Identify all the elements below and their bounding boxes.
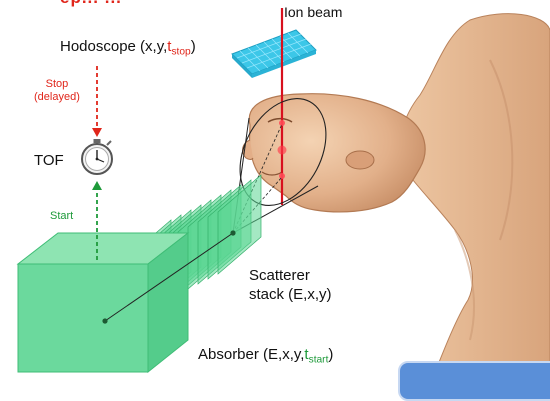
blue-callout-box bbox=[398, 361, 550, 401]
photon-track bbox=[102, 230, 236, 324]
absorber-label-prefix: Absorber (E,x,y, bbox=[198, 346, 305, 363]
hodoscope-label-t: t bbox=[167, 38, 172, 55]
absorber-label-t: t bbox=[304, 346, 309, 363]
hodoscope-label-subscript: stop bbox=[171, 46, 191, 58]
start-label: Start bbox=[50, 210, 74, 222]
absorber-detector bbox=[16, 231, 190, 374]
patient-body bbox=[399, 13, 550, 385]
ion-beam-label: Ion beam bbox=[284, 4, 343, 20]
scatterer-label: Scatterer stack (E,x,y) bbox=[249, 266, 332, 304]
stop-label: Stop(delayed) bbox=[34, 78, 80, 104]
scatterer-label-line1: Scatterer bbox=[249, 267, 310, 284]
hodoscope-detector bbox=[231, 29, 317, 78]
ion-beam bbox=[277, 8, 287, 205]
start-arrow bbox=[92, 181, 102, 260]
hodoscope-label-prefix: Hodoscope (x,y, bbox=[60, 38, 168, 55]
hodoscope-label-suffix: ) bbox=[190, 38, 196, 55]
absorber-label-suffix: ) bbox=[328, 346, 334, 363]
patient-head bbox=[242, 93, 426, 213]
scatterer-label-line2: stack (E,x,y) bbox=[249, 286, 332, 303]
compton-camera-diagram bbox=[16, 8, 550, 385]
stopwatch-icon bbox=[81, 139, 113, 175]
absorber-label-subscript: start bbox=[308, 354, 329, 366]
stop-arrow bbox=[92, 66, 102, 137]
absorber-label: Absorber (E,x,y,tstart) bbox=[198, 346, 333, 366]
tof-label: TOF bbox=[34, 152, 64, 169]
hodoscope-label: Hodoscope (x,y,tstop) bbox=[60, 38, 196, 58]
stop-label-line2: (delayed) bbox=[34, 91, 80, 103]
stop-label-line1: Stop bbox=[45, 78, 69, 90]
title-fragment: ep... ... bbox=[60, 0, 122, 8]
